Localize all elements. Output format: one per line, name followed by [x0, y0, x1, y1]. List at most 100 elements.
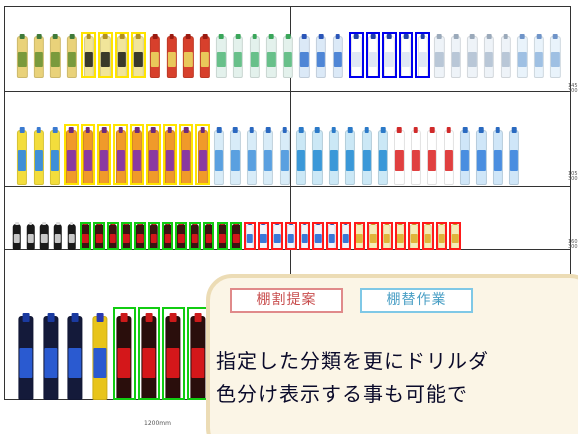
product-facing-yuzu-tea[interactable]	[47, 30, 64, 78]
bottle-label	[411, 150, 420, 171]
product-facing-clear-water[interactable]	[464, 30, 481, 78]
product-facing-red-juice[interactable]	[147, 30, 164, 78]
product-facing-big-cola[interactable]	[161, 305, 186, 400]
product-facing-orange-juice[interactable]	[63, 122, 79, 185]
product-facing-red-juice[interactable]	[197, 30, 214, 78]
product-facing-blue-sport[interactable]	[313, 30, 330, 78]
product-facing-white-water[interactable]	[398, 30, 415, 78]
product-facing-green-water[interactable]	[263, 30, 280, 78]
product-facing-big-cola[interactable]	[112, 305, 137, 400]
product-facing-pepsi[interactable]	[39, 305, 64, 400]
product-facing-red-label-water[interactable]	[424, 122, 440, 185]
product-facing-orange-juice[interactable]	[112, 122, 128, 185]
bottle-cap	[495, 127, 501, 134]
product-facing-blue-sport[interactable]	[296, 30, 313, 78]
product-facing-orange-juice[interactable]	[80, 122, 96, 185]
product-facing-orange-juice[interactable]	[194, 122, 210, 185]
product-facing-orange-juice[interactable]	[129, 122, 145, 185]
bottle-cap	[235, 33, 241, 39]
product-facing-aqua-water[interactable]	[309, 122, 325, 185]
product-facing-black-cola[interactable]	[10, 220, 24, 250]
bottle-label	[518, 51, 527, 67]
product-facing-blue-soda[interactable]	[227, 122, 243, 185]
product-facing-pepsi-yellow[interactable]	[88, 305, 113, 400]
bottle-cap	[119, 33, 125, 39]
product-facing-black-cola[interactable]	[51, 220, 65, 250]
bottle-label	[166, 347, 180, 379]
product-facing-green-water[interactable]	[213, 30, 230, 78]
bottle-label	[233, 51, 243, 67]
product-facing-white-water[interactable]	[414, 30, 431, 78]
product-facing-orange-juice[interactable]	[162, 122, 178, 185]
product-facing-blue-soda[interactable]	[244, 122, 260, 185]
product-facing-big-water[interactable]	[473, 122, 489, 185]
product-facing-big-water[interactable]	[506, 122, 522, 185]
bottle-cap	[120, 312, 128, 323]
product-facing-blue-soda[interactable]	[211, 122, 227, 185]
product-facing-big-water[interactable]	[457, 122, 473, 185]
bottle-label	[150, 233, 158, 244]
product-facing-lemon-sport[interactable]	[47, 122, 63, 185]
product-facing-black-cola[interactable]	[65, 220, 79, 250]
product-facing-orange-juice[interactable]	[178, 122, 194, 185]
product-facing-black-cola[interactable]	[37, 220, 51, 250]
product-facing-red-label-water[interactable]	[440, 122, 456, 185]
product-facing-black-cola[interactable]	[24, 220, 38, 250]
product-facing-yellow-tea[interactable]	[130, 30, 147, 78]
bottle-cap	[28, 222, 33, 226]
product-facing-yellow-tea[interactable]	[80, 30, 97, 78]
product-facing-orange-juice[interactable]	[96, 122, 112, 185]
bottle-label	[40, 233, 48, 244]
product-facing-red-label-water[interactable]	[408, 122, 424, 185]
product-facing-green-water[interactable]	[230, 30, 247, 78]
product-facing-pepsi[interactable]	[14, 305, 39, 400]
bottle-cap	[96, 312, 104, 323]
product-facing-red-juice[interactable]	[163, 30, 180, 78]
highlight-box	[106, 222, 119, 250]
product-facing-green-water[interactable]	[246, 30, 263, 78]
product-facing-green-water[interactable]	[280, 30, 297, 78]
product-facing-mineral-water[interactable]	[514, 30, 531, 78]
product-facing-clear-water[interactable]	[448, 30, 465, 78]
product-facing-yuzu-tea[interactable]	[31, 30, 48, 78]
product-facing-blue-soda[interactable]	[260, 122, 276, 185]
product-facing-clear-water[interactable]	[481, 30, 498, 78]
product-facing-yuzu-tea[interactable]	[14, 30, 31, 78]
bottle-cap	[298, 127, 304, 134]
product-facing-aqua-water[interactable]	[375, 122, 391, 185]
product-facing-orange-juice[interactable]	[145, 122, 161, 185]
product-facing-yellow-tea[interactable]	[114, 30, 131, 78]
bottle-label	[68, 233, 75, 244]
product-facing-clear-water[interactable]	[497, 30, 514, 78]
product-facing-lemon-sport[interactable]	[14, 122, 30, 185]
product-facing-aqua-water[interactable]	[342, 122, 358, 185]
product-facing-red-label-water[interactable]	[391, 122, 407, 185]
product-facing-red-juice[interactable]	[180, 30, 197, 78]
product-facing-big-cola[interactable]	[186, 305, 211, 400]
bottle-label	[342, 233, 349, 244]
product-facing-mineral-water[interactable]	[531, 30, 548, 78]
highlight-box	[161, 222, 174, 250]
highlight-box	[134, 222, 146, 250]
tab-shelf-proposal[interactable]: 棚割提案	[230, 288, 343, 313]
product-facing-aqua-water[interactable]	[326, 122, 342, 185]
tab-shelf-work[interactable]: 棚替作業	[360, 288, 473, 313]
bottle-label	[493, 150, 502, 171]
product-facing-big-cola[interactable]	[137, 305, 162, 400]
product-facing-lemon-sport[interactable]	[30, 122, 46, 185]
bottle-label	[346, 150, 355, 171]
bottle-cap	[403, 33, 409, 39]
product-facing-pepsi[interactable]	[63, 305, 88, 400]
product-facing-blue-sport[interactable]	[329, 30, 346, 78]
product-facing-yellow-tea[interactable]	[97, 30, 114, 78]
product-facing-yuzu-tea[interactable]	[64, 30, 81, 78]
product-facing-mineral-water[interactable]	[547, 30, 564, 78]
product-facing-aqua-water[interactable]	[293, 122, 309, 185]
product-facing-clear-water[interactable]	[431, 30, 448, 78]
product-facing-white-water[interactable]	[348, 30, 365, 78]
product-facing-white-water[interactable]	[365, 30, 382, 78]
product-facing-big-water[interactable]	[490, 122, 506, 185]
product-facing-blue-soda[interactable]	[276, 122, 292, 185]
product-facing-white-water[interactable]	[381, 30, 398, 78]
product-facing-aqua-water[interactable]	[358, 122, 374, 185]
